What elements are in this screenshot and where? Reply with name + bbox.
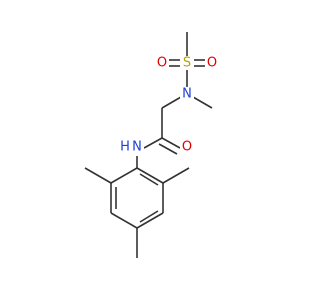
bond-carbonyl-o-b xyxy=(158,143,178,155)
bonds xyxy=(84,32,213,258)
atom-nitrogen-amide: H N xyxy=(118,140,144,155)
atom-label-o1: O xyxy=(157,56,167,71)
bond-carbonyl-nh xyxy=(143,137,163,149)
atom-oxygen-sulfonyl-left: O xyxy=(155,56,169,71)
bond-n1-methyl xyxy=(192,96,213,109)
ring-double-1 xyxy=(139,173,159,186)
atom-label-s: S xyxy=(183,56,191,71)
atoms: S O O N O H N xyxy=(118,56,219,155)
atom-label-h: H xyxy=(120,140,130,155)
atom-label-o2: O xyxy=(207,56,217,71)
bond-methyl-right xyxy=(162,167,190,184)
atom-oxygen-carbonyl: O xyxy=(180,140,194,155)
atom-oxygen-sulfonyl-right: O xyxy=(205,56,219,71)
ring-double-2 xyxy=(139,210,159,223)
atom-sulfur: S xyxy=(180,56,194,71)
atom-nitrogen-sulfonamide: N xyxy=(180,87,194,102)
ring-bond-3 xyxy=(136,212,164,229)
ring-bond-4 xyxy=(110,212,138,229)
molecule-structure-diagram: S O O N O H N xyxy=(84,32,219,258)
atom-label-n1: N xyxy=(182,87,192,102)
ring-bond-1 xyxy=(136,167,164,184)
ring-bond-6 xyxy=(110,167,138,184)
bond-n1-ch2 xyxy=(161,96,182,109)
bond-methyl-left xyxy=(84,167,112,184)
bond-carbonyl-o-a xyxy=(161,137,181,149)
atom-label-n2: N xyxy=(132,140,142,155)
atom-label-o3: O xyxy=(182,140,192,155)
